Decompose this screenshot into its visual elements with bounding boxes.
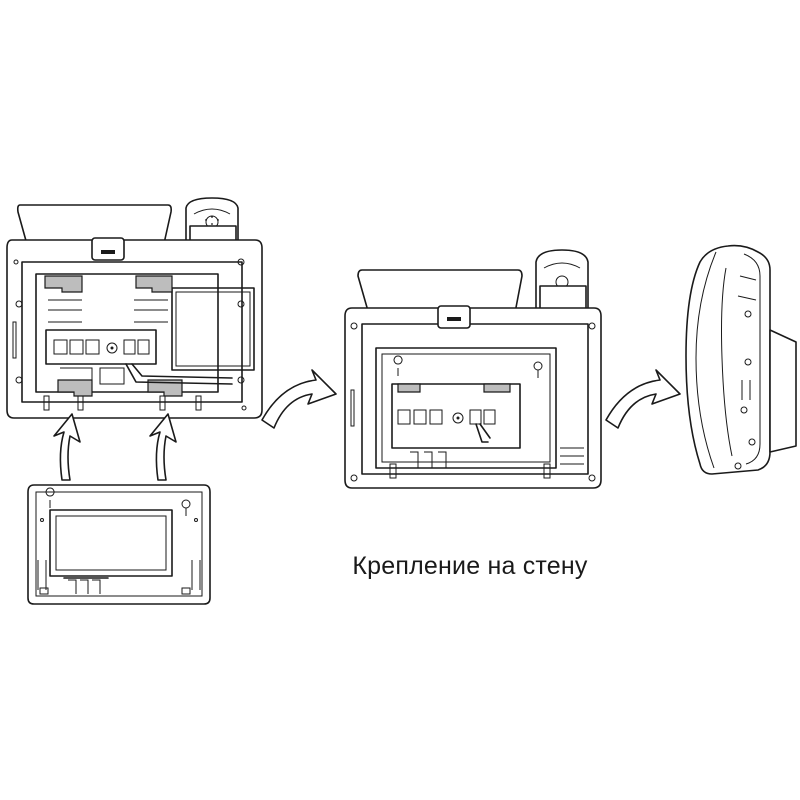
curved-arrow-2 <box>605 369 681 429</box>
phone-back-view <box>6 197 263 419</box>
caption-text: Крепление на стену <box>352 552 588 580</box>
curved-arrow-1 <box>261 369 337 429</box>
phone-with-bracket-view <box>344 249 602 489</box>
up-arrow-right <box>149 413 177 481</box>
up-arrow-left <box>53 413 81 481</box>
wall-mount-bracket <box>27 484 211 605</box>
phone-side-view <box>685 244 797 475</box>
